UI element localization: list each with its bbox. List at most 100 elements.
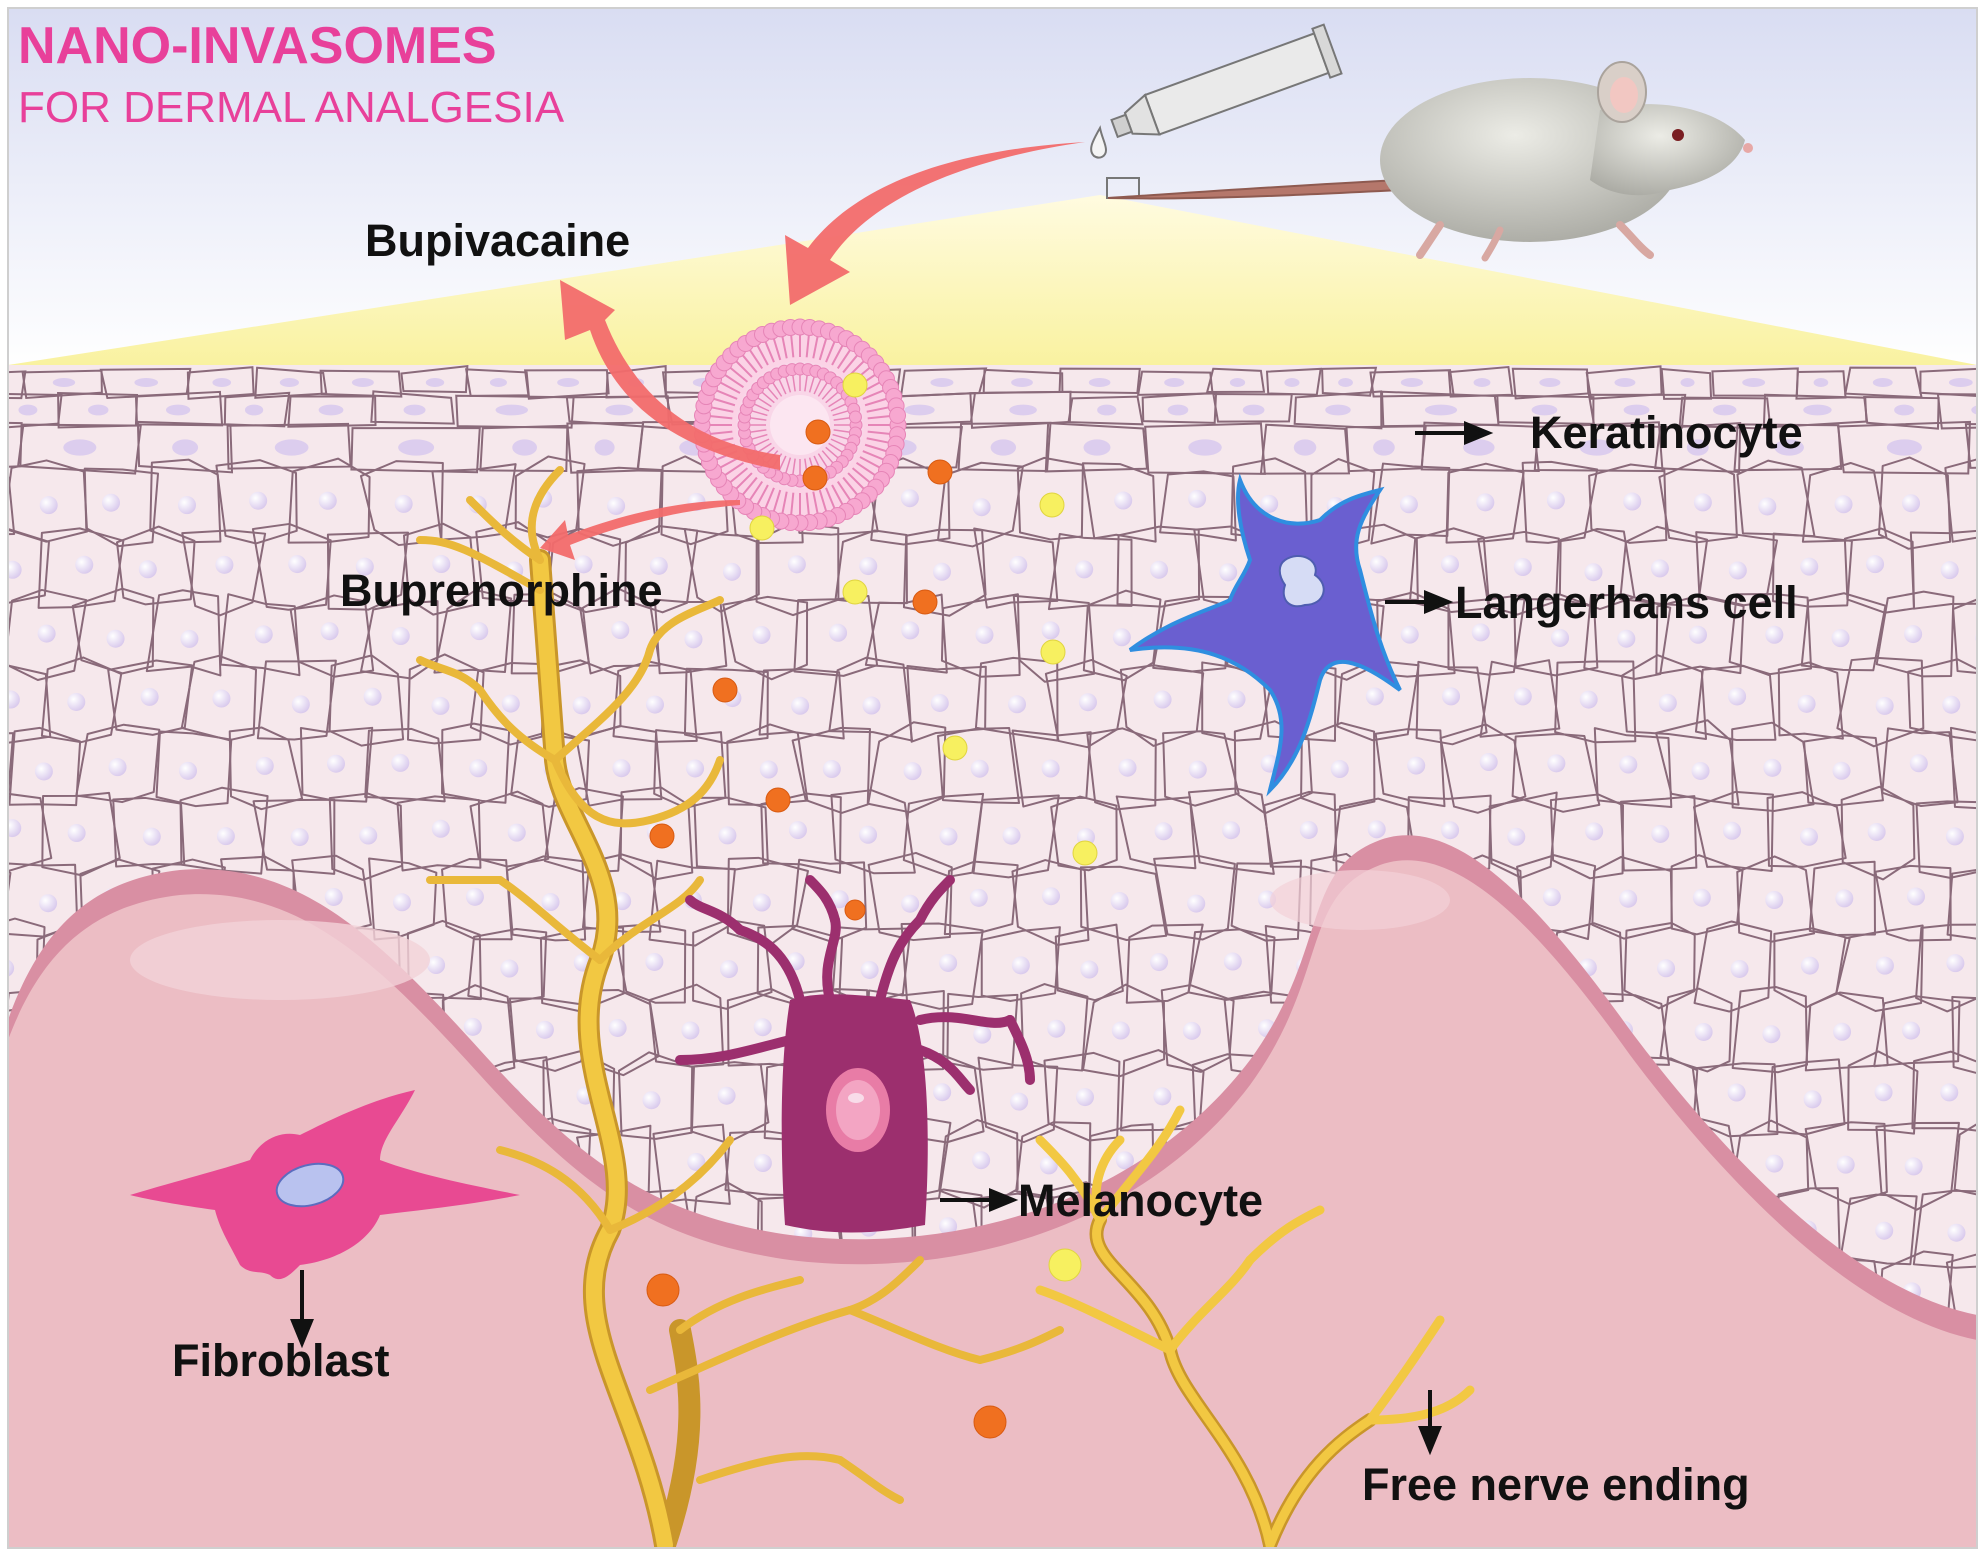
cell-nucleus — [75, 555, 94, 574]
cell-nucleus — [394, 494, 413, 513]
cell-nucleus — [1623, 492, 1642, 511]
cell-nucleus — [180, 629, 199, 648]
cell-nucleus — [291, 695, 310, 714]
bupivacaine-molecule — [802, 465, 828, 491]
label-pointers — [290, 421, 1494, 1456]
cell-nucleus — [1097, 404, 1117, 416]
cell-nucleus — [465, 887, 484, 906]
cell-nucleus — [1440, 555, 1459, 574]
label-keratinocyte: Keratinocyte — [1530, 407, 1803, 458]
cell-nucleus — [1694, 1549, 1712, 1555]
arrow-to-vesicle — [785, 142, 1085, 305]
cell-nucleus — [1188, 439, 1222, 456]
cell-nucleus — [495, 404, 529, 416]
cell-nucleus — [1727, 1083, 1746, 1102]
buprenorphine-molecule — [1048, 1248, 1082, 1282]
cell-nucleus — [1579, 439, 1615, 456]
cell-nucleus — [1367, 820, 1386, 839]
cell-nucleus — [1945, 827, 1964, 846]
cell-nucleus — [1834, 495, 1853, 514]
cell-nucleus — [398, 439, 435, 456]
cell-nucleus — [1765, 1154, 1784, 1173]
cell-nucleus — [759, 760, 778, 779]
drug-molecules — [646, 372, 1098, 1439]
cell-nucleus — [1728, 687, 1747, 706]
cell-nucleus — [645, 952, 664, 971]
cell-nucleus — [1041, 759, 1060, 778]
cell-nucleus — [1875, 956, 1894, 975]
cell-nucleus — [1114, 491, 1133, 510]
cell-nucleus — [1284, 378, 1300, 387]
cell-nucleus — [1153, 690, 1172, 709]
cell-nucleus — [1584, 563, 1603, 582]
buprenorphine-molecule — [1072, 840, 1098, 866]
cell-nucleus — [427, 956, 446, 975]
cell-nucleus — [255, 756, 274, 775]
cell-nucleus — [8, 959, 15, 977]
langerhans-cell — [1128, 473, 1402, 797]
cell-nucleus — [1833, 1022, 1852, 1041]
cell-nucleus — [1154, 822, 1173, 841]
cell-nucleus — [1187, 894, 1206, 913]
cell-nucleus — [1694, 1022, 1713, 1041]
cell-nucleus — [501, 694, 520, 713]
cell-nucleus — [1441, 821, 1460, 840]
cell-nucleus — [165, 404, 191, 416]
cell-nucleus — [1009, 555, 1028, 574]
label-free-nerve-ending: Free nerve ending — [1362, 1459, 1750, 1510]
cell-nucleus — [1542, 888, 1561, 907]
bupivacaine-molecule — [649, 823, 675, 849]
cell-nucleus — [88, 404, 109, 416]
cell-nucleus — [1902, 1021, 1921, 1040]
cell-nucleus — [279, 378, 299, 387]
free-nerve-ending — [416, 466, 1475, 1548]
cell-nucleus — [249, 491, 268, 510]
cell-nucleus — [1473, 378, 1491, 387]
cell-nucleus — [1260, 494, 1279, 513]
cell-nucleus — [172, 439, 199, 456]
cell-nucleus — [1875, 1221, 1894, 1240]
cell-nucleus — [717, 1086, 736, 1105]
cell-nucleus — [1765, 625, 1784, 644]
cell-nucleus — [1188, 760, 1207, 779]
cell-nucleus — [1112, 628, 1131, 647]
cell-nucleus — [1800, 557, 1819, 576]
cell-nucleus — [1261, 1551, 1279, 1555]
cell-nucleus — [1182, 1021, 1201, 1040]
cell-nucleus — [1424, 404, 1458, 416]
cell-nucleus — [681, 1021, 700, 1040]
cell-nucleus — [254, 625, 273, 644]
bupivacaine-molecule — [912, 589, 938, 615]
cell-nucleus — [500, 959, 519, 978]
cell-nucleus — [18, 404, 38, 416]
cell-nucleus — [1118, 758, 1137, 777]
cell-nucleus — [140, 687, 159, 706]
cell-nucleus — [1831, 629, 1850, 648]
cell-nucleus — [1875, 696, 1894, 715]
cell-nucleus — [34, 762, 53, 781]
cell-nucleus — [859, 825, 878, 844]
cell-nucleus — [1762, 1025, 1781, 1044]
cell-nucleus — [1407, 756, 1426, 775]
cell-nucleus — [860, 960, 879, 979]
cell-nucleus — [1188, 489, 1207, 508]
cell-nucleus — [1971, 405, 1977, 415]
cell-nucleus — [649, 556, 668, 575]
cell-nucleus — [1299, 820, 1318, 839]
cell-nucleus — [177, 496, 196, 515]
cell-nucleus — [822, 760, 841, 779]
cell-nucleus — [1894, 404, 1915, 416]
cell-nucleus — [753, 1018, 772, 1037]
cell-nucleus — [1513, 687, 1532, 706]
cell-nucleus — [1115, 1151, 1134, 1170]
cell-nucleus — [1803, 1090, 1822, 1109]
cell-nucleus — [829, 623, 848, 642]
cell-nucleus — [613, 892, 632, 911]
cell-nucleus — [403, 404, 426, 416]
melanocyte-cell — [675, 875, 1035, 1233]
diagram-frame — [7, 7, 1978, 1549]
cell-nucleus — [1693, 493, 1712, 512]
cell-nucleus — [1800, 956, 1819, 975]
cell-nucleus — [1836, 1155, 1855, 1174]
cell-nucleus — [1650, 559, 1669, 578]
